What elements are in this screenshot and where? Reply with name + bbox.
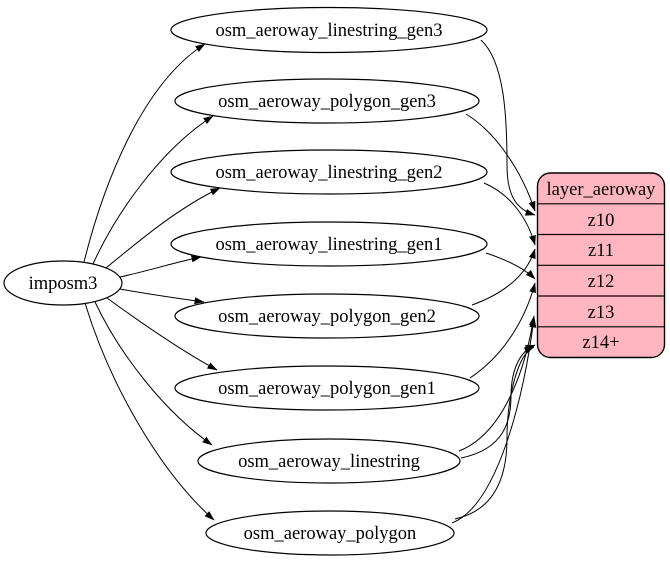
edge-osm-aeroway-polygon-gen3-z10 bbox=[465, 113, 536, 212]
edge-imposm3-osm-aeroway-linestring-gen1 bbox=[119, 255, 202, 278]
edge-imposm3-osm-aeroway-polygon-gen1 bbox=[106, 297, 218, 371]
layer-row-z13: z13 bbox=[588, 303, 615, 323]
node-osm-aeroway-polygon-gen1: osm_aeroway_polygon_gen1 bbox=[174, 365, 480, 411]
table-ellipse bbox=[174, 365, 480, 411]
imposm3-label: imposm3 bbox=[29, 274, 98, 294]
layer-row-z14: z14+ bbox=[582, 333, 619, 353]
node-osm-aeroway-polygon-gen3: osm_aeroway_polygon_gen3 bbox=[174, 78, 480, 124]
table-ellipse bbox=[174, 293, 480, 339]
edge-imposm3-osm-aeroway-polygon bbox=[84, 302, 215, 521]
table-label: osm_aeroway_linestring_gen1 bbox=[215, 235, 442, 255]
edge-osm-aeroway-polygon-gen2-z11 bbox=[471, 248, 536, 306]
node-osm-aeroway-polygon-gen2: osm_aeroway_polygon_gen2 bbox=[174, 293, 480, 339]
table-label: osm_aeroway_polygon_gen3 bbox=[218, 92, 436, 112]
edge-imposm3-osm-aeroway-linestring-gen3 bbox=[83, 43, 206, 263]
table-ellipse bbox=[170, 149, 488, 195]
table-label: osm_aeroway_linestring bbox=[238, 452, 420, 472]
table-ellipse bbox=[170, 6, 488, 54]
table-label: osm_aeroway_linestring_gen2 bbox=[215, 163, 442, 183]
table-ellipse bbox=[174, 78, 480, 124]
table-ellipse bbox=[170, 221, 488, 267]
edges-tables-to-layer bbox=[451, 39, 537, 524]
edge-imposm3-osm-aeroway-polygon-gen3 bbox=[92, 115, 214, 265]
layer-row-z12: z12 bbox=[588, 272, 615, 292]
table-label: osm_aeroway_polygon bbox=[244, 524, 417, 544]
table-label: osm_aeroway_polygon_gen2 bbox=[218, 307, 436, 327]
edge-osm-aeroway-linestring-gen2-z11 bbox=[483, 182, 536, 246]
layer-row-z10: z10 bbox=[588, 211, 615, 231]
edge-imposm3-osm-aeroway-polygon-gen2 bbox=[119, 288, 205, 305]
table-ellipse bbox=[197, 438, 461, 484]
edge-osm-aeroway-polygon-z14 bbox=[454, 346, 535, 520]
node-osm-aeroway-linestring-gen1: osm_aeroway_linestring_gen1 bbox=[170, 221, 488, 267]
edge-osm-aeroway-polygon-z13 bbox=[451, 317, 537, 524]
layer-row-z11: z11 bbox=[588, 241, 614, 261]
edge-osm-aeroway-linestring-gen3-z10 bbox=[480, 39, 536, 216]
edge-osm-aeroway-polygon-gen1-z12 bbox=[469, 282, 537, 379]
node-layer-aeroway: layer_aeroway z10 z11 z12 z13 z14+ bbox=[536, 172, 666, 359]
table-label: osm_aeroway_polygon_gen1 bbox=[218, 379, 436, 399]
node-osm-aeroway-linestring: osm_aeroway_linestring bbox=[197, 438, 461, 484]
table-ellipse bbox=[205, 510, 455, 556]
edge-imposm3-osm-aeroway-linestring bbox=[94, 301, 213, 446]
node-osm-aeroway-linestring-gen3: osm_aeroway_linestring_gen3 bbox=[170, 6, 488, 54]
edge-osm-aeroway-linestring-gen1-z12 bbox=[485, 252, 536, 280]
edge-osm-aeroway-linestring-z13 bbox=[458, 315, 536, 452]
table-label: osm_aeroway_linestring_gen3 bbox=[215, 21, 442, 41]
node-imposm3: imposm3 bbox=[3, 260, 123, 306]
imposm3-ellipse bbox=[3, 260, 123, 306]
layer-aeroway-title: layer_aeroway bbox=[547, 180, 657, 200]
node-osm-aeroway-linestring-gen2: osm_aeroway_linestring_gen2 bbox=[170, 149, 488, 195]
edges-source-to-tables bbox=[83, 43, 221, 521]
edge-imposm3-osm-aeroway-linestring-gen2 bbox=[105, 187, 221, 269]
node-osm-aeroway-polygon: osm_aeroway_polygon bbox=[205, 510, 455, 556]
